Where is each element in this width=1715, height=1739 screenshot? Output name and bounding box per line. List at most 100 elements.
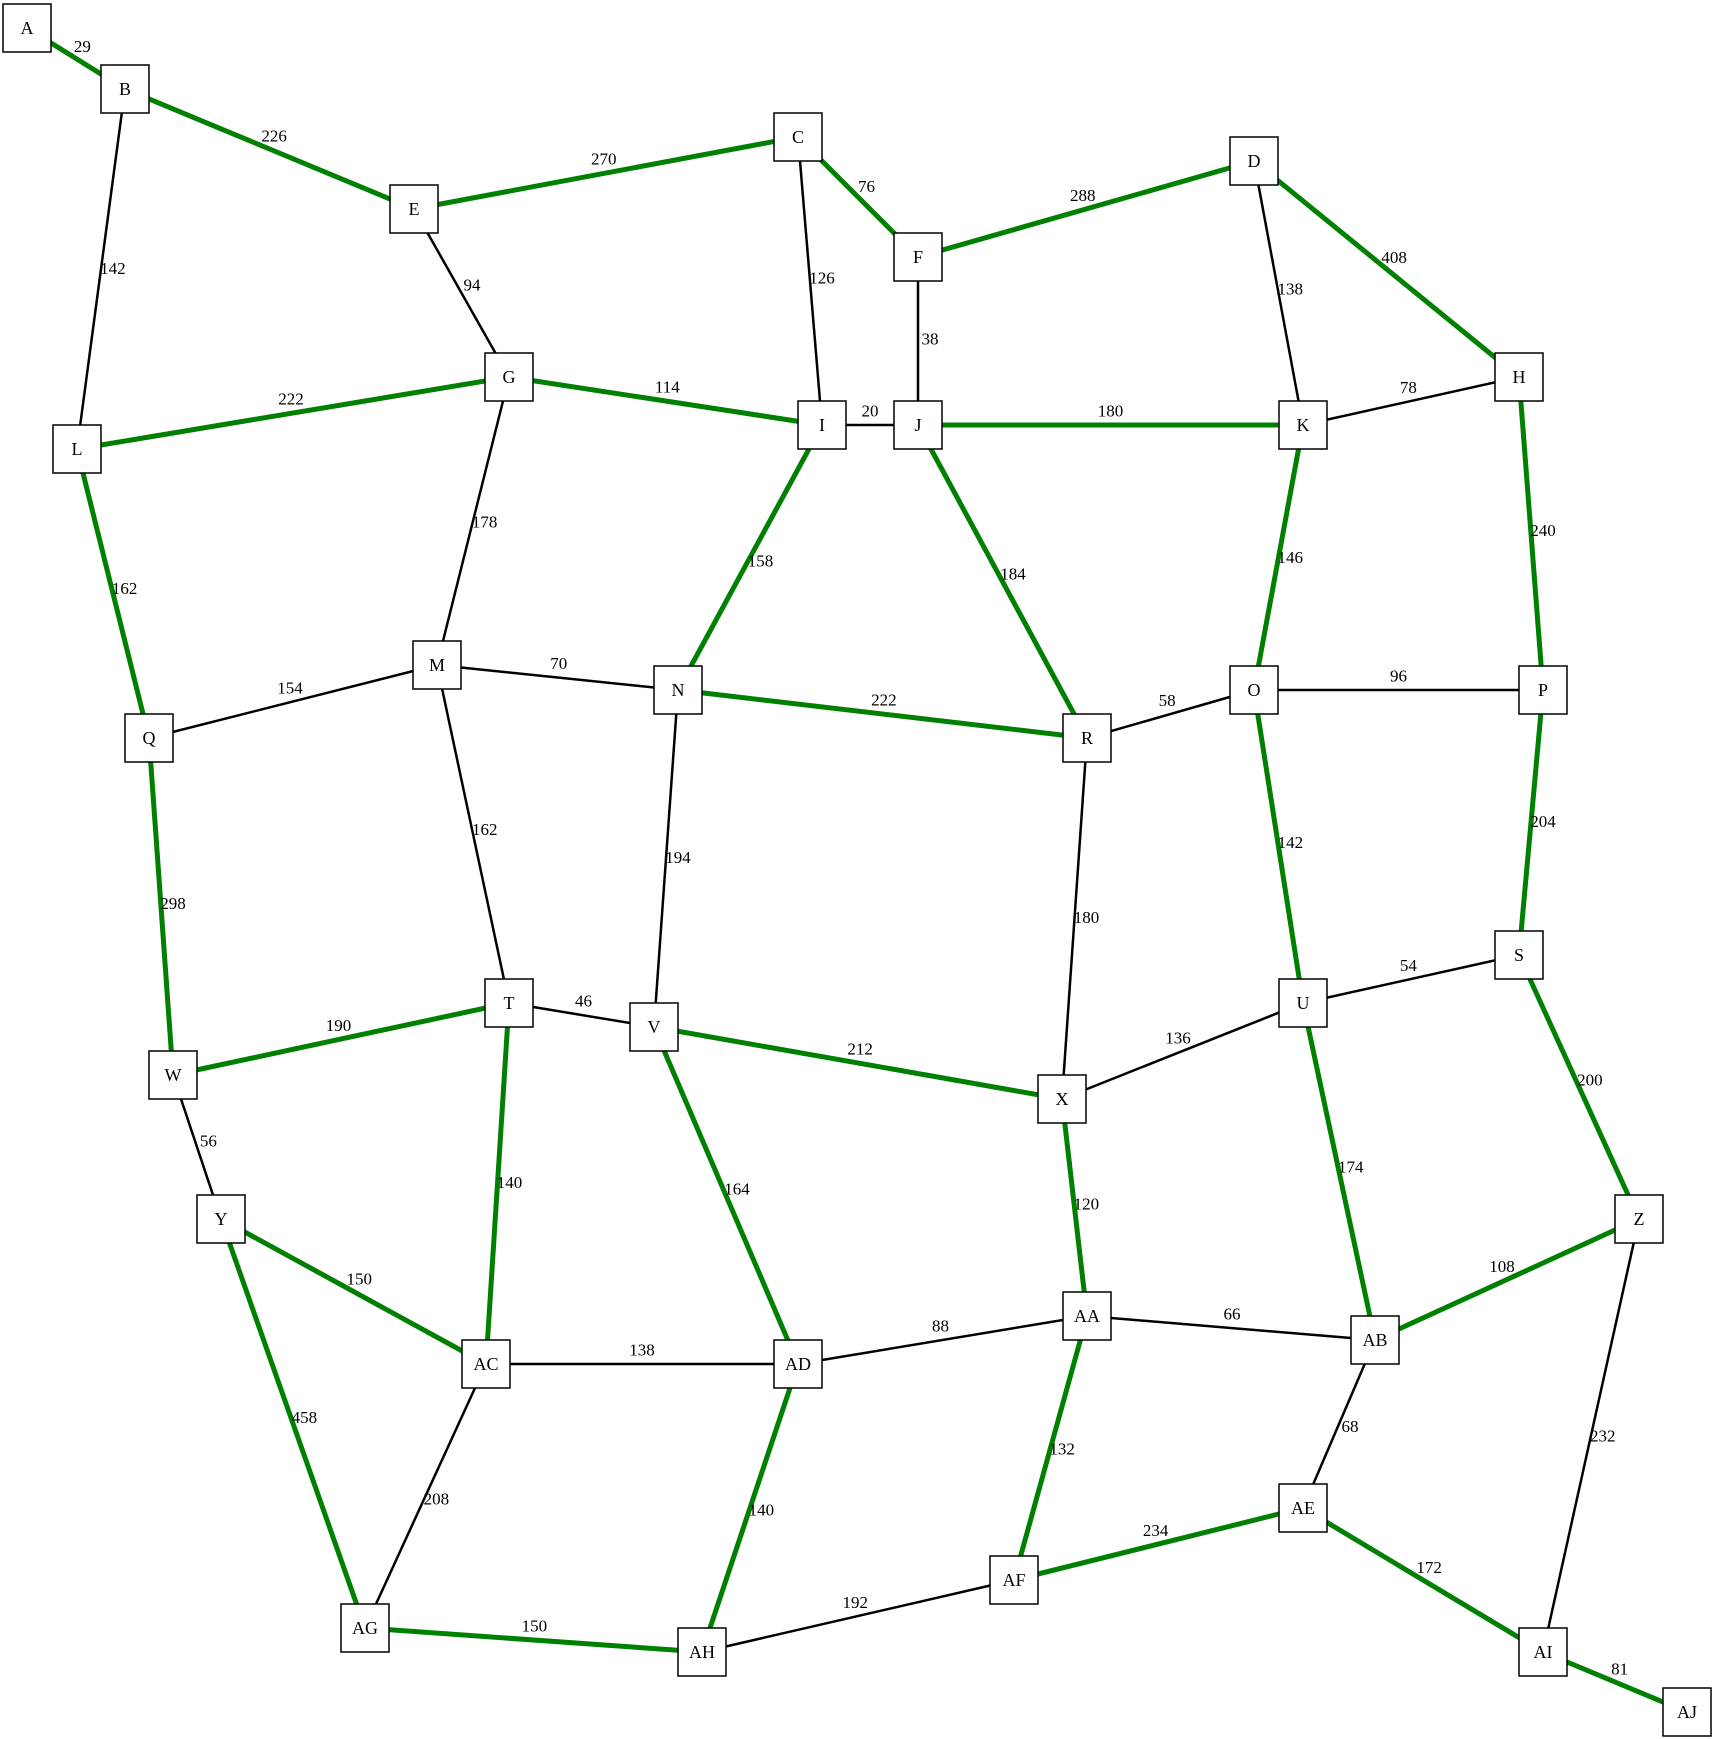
edge-weight-label: 142 — [1278, 833, 1304, 852]
node-box — [461, 1339, 511, 1389]
node-label: Q — [143, 728, 156, 748]
node-G: G — [484, 352, 534, 402]
node-K: K — [1278, 400, 1328, 450]
edge-L-G — [76, 374, 510, 452]
node-box — [148, 1050, 198, 1100]
edge-weight-label: 222 — [278, 390, 304, 409]
edge-weight-label: 76 — [858, 177, 875, 196]
node-I: I — [797, 400, 847, 450]
edge-G-M — [435, 376, 511, 666]
edge-weight-label: 142 — [100, 259, 126, 278]
node-box — [1518, 665, 1568, 715]
edge-Y-AC — [219, 1216, 488, 1367]
node-box — [1278, 978, 1328, 1028]
edge-I-N — [675, 423, 825, 692]
edge-AC-AG — [363, 1363, 488, 1629]
node-AE: AE — [1278, 1483, 1328, 1533]
node-label: I — [819, 415, 825, 435]
edge-weight-label: 29 — [74, 37, 91, 56]
edge-G-I — [508, 374, 823, 428]
node-label: AD — [785, 1354, 811, 1374]
edge-V-AD — [651, 1026, 801, 1365]
node-W: W — [148, 1050, 198, 1100]
node-box — [1350, 1315, 1400, 1365]
node-box — [1062, 1291, 1112, 1341]
node-label: J — [914, 415, 921, 435]
edge-layer — [25, 25, 1688, 1715]
edge-weight-label: 94 — [463, 276, 481, 295]
edge-AA-AF — [1011, 1315, 1090, 1581]
edge-weight-label: 68 — [1342, 1417, 1359, 1436]
edge-weight-label: 158 — [748, 552, 774, 571]
edge-weight-label: 58 — [1159, 691, 1176, 710]
edge-weight-label: 140 — [497, 1173, 523, 1192]
node-box — [629, 1002, 679, 1052]
node-L: L — [52, 424, 102, 474]
node-box — [1278, 1483, 1328, 1533]
node-label: P — [1538, 680, 1548, 700]
edge-AG-AH — [364, 1625, 703, 1655]
edge-weight-label: 120 — [1074, 1195, 1100, 1214]
edge-C-I — [796, 136, 824, 426]
node-P: P — [1518, 665, 1568, 715]
edge-AB-AE — [1301, 1339, 1377, 1509]
edge-weight-label: 138 — [1278, 279, 1304, 298]
edge-S-Z — [1516, 953, 1642, 1221]
node-box — [797, 400, 847, 450]
edge-R-O — [1086, 688, 1255, 740]
edge-H-P — [1516, 376, 1546, 691]
edge-W-T — [172, 1000, 510, 1078]
node-box — [412, 640, 462, 690]
edge-weight-label: 226 — [261, 126, 287, 145]
node-label: AH — [689, 1642, 715, 1662]
node-box — [484, 352, 534, 402]
node-box — [989, 1555, 1039, 1605]
node-label: X — [1056, 1089, 1069, 1109]
node-Y: Y — [196, 1194, 246, 1244]
node-A: A — [2, 3, 52, 53]
node-H: H — [1494, 352, 1544, 402]
edge-weight-label: 88 — [932, 1317, 949, 1336]
edge-weight-label: 458 — [292, 1408, 318, 1427]
node-box — [52, 424, 102, 474]
edge-weight-label: 162 — [472, 820, 498, 839]
edge-weight-label: 162 — [112, 579, 138, 598]
edge-weight-label: 298 — [160, 894, 186, 913]
edge-weight-label: 208 — [424, 1489, 450, 1508]
node-box — [2, 3, 52, 53]
edge-AA-AB — [1086, 1314, 1376, 1342]
node-label: C — [792, 127, 804, 147]
node-label: T — [504, 993, 515, 1013]
edge-K-H — [1302, 375, 1520, 427]
edge-weight-label: 180 — [1098, 402, 1124, 421]
edge-weight-label: 138 — [629, 1341, 655, 1360]
edge-AB-Z — [1373, 1216, 1641, 1343]
node-label: AF — [1002, 1570, 1025, 1590]
edge-weight-label: 194 — [665, 848, 691, 867]
edge-D-H — [1252, 159, 1521, 379]
edge-weight-label: 56 — [200, 1132, 217, 1151]
node-label: AG — [352, 1618, 378, 1638]
edge-AH-AF — [701, 1578, 1015, 1654]
node-label: W — [165, 1065, 182, 1085]
node-label: Z — [1634, 1209, 1645, 1229]
node-box — [653, 665, 703, 715]
node-label: AE — [1291, 1498, 1315, 1518]
edge-AD-AH — [699, 1363, 801, 1653]
node-box — [773, 112, 823, 162]
edge-J-R — [915, 423, 1090, 740]
node-label: E — [409, 199, 420, 219]
edge-weight-label: 66 — [1223, 1305, 1240, 1324]
node-box — [1494, 930, 1544, 980]
edge-AD-AA — [797, 1314, 1088, 1366]
node-AA: AA — [1062, 1291, 1112, 1341]
edge-weight-label: 180 — [1074, 908, 1100, 927]
edge-B-E — [124, 86, 415, 212]
node-box — [100, 64, 150, 114]
edge-weight-label: 108 — [1489, 1257, 1515, 1276]
edge-weight-label: 178 — [472, 512, 498, 531]
node-S: S — [1494, 930, 1544, 980]
node-E: E — [389, 184, 439, 234]
edge-weight-label: 212 — [847, 1040, 873, 1059]
